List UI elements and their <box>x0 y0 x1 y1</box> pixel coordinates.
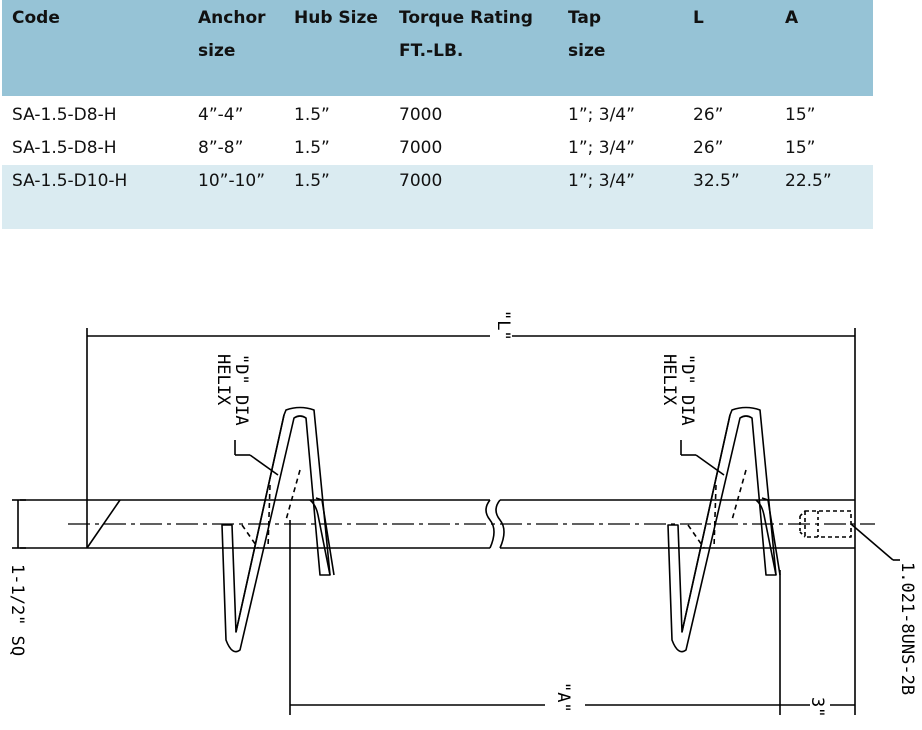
cell-torque: 7000 <box>399 165 568 229</box>
table-row: SA-1.5-D8-H 8”-8” 1.5” 7000 1”; 3/4” 26”… <box>2 132 873 165</box>
dimension-l <box>86 328 856 548</box>
cell-anchor-size: 8”-8” <box>198 138 244 158</box>
anchor-drawing: "L" "D" DIA HELIX "D" DIA HELIX 1-1/2" S… <box>7 310 917 717</box>
header-code: Code <box>2 0 198 96</box>
header-torque-line2: FT.-LB. <box>399 41 464 61</box>
header-torque-line1: Torque Rating <box>399 8 533 28</box>
cell-a: 22.5” <box>785 165 873 229</box>
cell-tap-size: 1”; 3/4” <box>568 165 693 229</box>
header-l-line1: L <box>693 8 704 28</box>
header-tap-line1: Tap <box>568 8 602 28</box>
header-a: A <box>785 0 873 96</box>
table-row: SA-1.5-D8-H 4”-4” 1.5” 7000 1”; 3/4” 26”… <box>2 96 873 132</box>
header-anchor-line1: Anchor <box>198 8 266 28</box>
header-anchor-size: Anchor size <box>198 0 294 96</box>
thread-label: 1.021-8UNS-2B <box>897 562 917 695</box>
cell-anchor-size: 10”-10” <box>198 165 294 229</box>
cell-torque: 7000 <box>399 138 443 158</box>
helix-right <box>667 406 781 653</box>
helix-left-label-line1: "D" DIA <box>231 354 251 426</box>
cell-anchor-size: 4”-4” <box>198 105 244 125</box>
dimension-a <box>289 520 856 715</box>
cell-l: 26” <box>693 105 724 125</box>
cell-l: 26” <box>693 138 724 158</box>
table-row: SA-1.5-D10-H 10”-10” 1.5” 7000 1”; 3/4” … <box>2 165 873 229</box>
header-torque-rating: Torque Rating FT.-LB. <box>399 0 568 96</box>
cell-tap-size: 1”; 3/4” <box>568 138 635 158</box>
helix-right-label-line2: HELIX <box>659 354 679 406</box>
header-anchor-line2: size <box>198 41 236 61</box>
header-hub-line1: Hub Size <box>294 8 378 28</box>
table-header-row: Code Anchor size Hub Size Torque Rating … <box>2 0 873 96</box>
shaft-size-label: 1-1/2" SQ <box>7 564 27 656</box>
cell-tap-size: 1”; 3/4” <box>568 105 635 125</box>
helix-left <box>221 406 335 653</box>
helix-right-label-line1: "D" DIA <box>677 354 697 426</box>
cell-hub-size: 1.5” <box>294 105 330 125</box>
label-a: "A" <box>553 682 573 713</box>
cell-code: SA-1.5-D10-H <box>2 165 198 229</box>
header-l: L <box>693 0 785 96</box>
header-tap-line2: size <box>568 41 606 61</box>
thread-leader <box>850 523 900 561</box>
cell-hub-size: 1.5” <box>294 165 399 229</box>
cell-code: SA-1.5-D8-H <box>12 105 117 125</box>
cell-torque: 7000 <box>399 105 443 125</box>
cell-code: SA-1.5-D8-H <box>12 138 117 158</box>
header-code-line1: Code <box>12 8 60 28</box>
cell-a: 15” <box>785 105 816 125</box>
cell-hub-size: 1.5” <box>294 138 330 158</box>
label-3: 3" <box>807 697 827 717</box>
shaft <box>20 499 875 549</box>
helix-left-label-line2: HELIX <box>213 354 233 406</box>
helix-leaders <box>234 440 725 476</box>
header-a-line1: A <box>785 8 799 28</box>
header-hub-size: Hub Size <box>294 0 399 96</box>
dimension-shaft-size <box>12 499 26 549</box>
header-tap-size: Tap size <box>568 0 693 96</box>
label-l: "L" <box>493 310 513 341</box>
spec-table: Code Anchor size Hub Size Torque Rating … <box>2 0 873 229</box>
cell-a: 15” <box>785 138 816 158</box>
cell-l: 32.5” <box>693 165 785 229</box>
